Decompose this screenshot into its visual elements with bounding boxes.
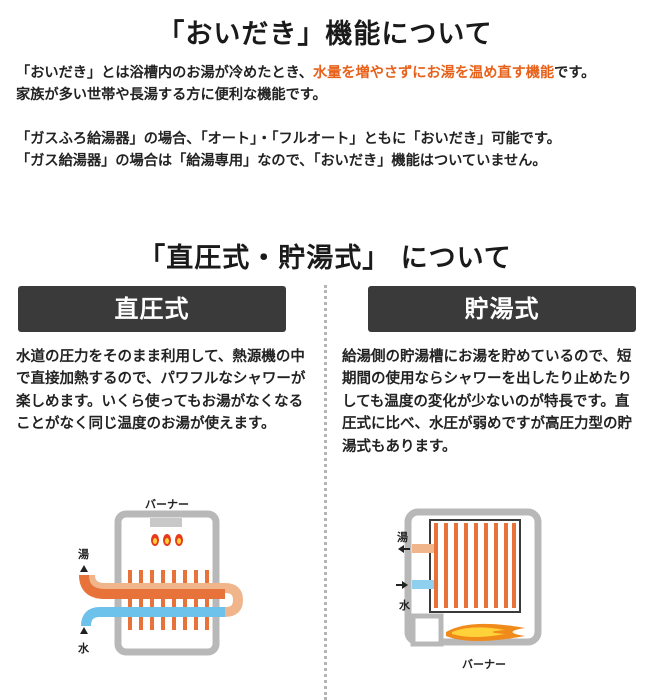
section-title-oidaki: 「おいだき」機能について: [157, 19, 493, 50]
tank-coils: [434, 523, 516, 608]
hot-label: 湯: [397, 530, 408, 544]
burner-plate: [150, 518, 182, 527]
hot-pipe: [412, 544, 434, 553]
burner-label: バーナー: [145, 498, 189, 511]
storage-text: 給湯側の貯湯槽にお湯を貯めているので、短期間の使用ならシャワーを出したり止めたり…: [342, 349, 632, 455]
burner-label: バーナー: [462, 658, 506, 671]
water-arrow-icon: [396, 581, 408, 589]
intro-line-3: 「ガスふろ給湯器」の場合、「オート」・「フルオート」ともに「おいだき」可能です。: [16, 131, 561, 147]
hot-arrow-icon: [398, 545, 410, 553]
cold-pipe: [412, 580, 434, 589]
hot-label: 湯: [78, 547, 89, 561]
intro-line-1: 「おいだき」とは浴槽内のお湯が冷めたとき、水量を増やさずにお湯を温め直す機能です…: [16, 62, 641, 84]
highlight-text: 水量を増やさずにお湯を温め直す機能: [312, 65, 555, 81]
heating-coil: [79, 570, 243, 630]
water-arrow-icon: [80, 627, 88, 634]
burner-box: [410, 613, 444, 647]
water-label: 水: [399, 598, 411, 612]
intro-text-end: です。: [554, 65, 596, 81]
hot-arrow-icon: [80, 565, 88, 572]
intro-text: 「おいだき」とは浴槽内のお湯が冷めたとき、: [16, 65, 313, 81]
column-divider: [324, 285, 327, 700]
oidaki-description: 「おいだき」とは浴槽内のお湯が冷めたとき、水量を増やさずにお湯を温め直す機能です…: [16, 62, 641, 172]
flame-icon: [151, 534, 183, 546]
intro-line-4: 「ガス給湯器」の場合は「給湯専用」なので、「おいだき」機能はついていません。: [16, 153, 547, 169]
intro-line-2: 家族が多い世帯や長湯する方に便利な機能です。: [16, 87, 327, 103]
water-label: 水: [78, 641, 90, 655]
heading-direct-pressure: 直圧式: [18, 286, 286, 332]
heading-storage: 貯湯式: [368, 286, 636, 332]
section-title-types: 「直圧式・貯湯式」 について: [138, 243, 512, 274]
direct-pressure-text: 水道の圧力をそのまま利用して、熱源機の中で直接加熱するので、パワフルなシャワーが…: [16, 349, 306, 433]
flame-icon: [446, 623, 525, 641]
